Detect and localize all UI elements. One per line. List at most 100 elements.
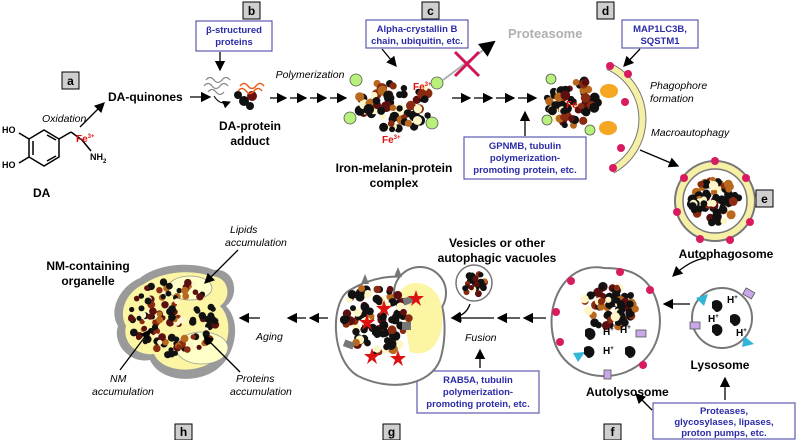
melanin-granule bbox=[191, 281, 197, 287]
melanin-granule bbox=[424, 112, 431, 119]
melanin-granule bbox=[129, 306, 135, 313]
melanin-cluster-g bbox=[339, 285, 413, 359]
melanin-cluster-e bbox=[686, 176, 743, 227]
melanin-granule bbox=[383, 90, 393, 101]
melanin-granule bbox=[701, 179, 711, 189]
autophagosome-to-autolysosome-arrow bbox=[672, 257, 707, 277]
aging-label: Aging bbox=[255, 331, 283, 343]
melanin-granule bbox=[475, 290, 482, 298]
oxidation-label: Oxidation bbox=[42, 113, 87, 125]
alpha-arrow bbox=[381, 48, 397, 68]
melanin-granule bbox=[161, 301, 169, 309]
macroautophagy-arrow bbox=[639, 149, 680, 168]
melanin-granule bbox=[588, 291, 596, 299]
svg-text:MAP1LC3B,: MAP1LC3B, bbox=[633, 24, 687, 35]
melanin-granule bbox=[390, 315, 400, 325]
melanin-granule bbox=[700, 200, 708, 208]
oxidation-arrow bbox=[79, 102, 105, 128]
rab5a-box: RAB5A, tubulin polymerization- promoting… bbox=[416, 370, 540, 414]
fe-label-c2: Fe3+ bbox=[382, 135, 401, 146]
melanin-granule bbox=[196, 293, 204, 301]
melanin-granule bbox=[708, 218, 716, 227]
melanin-granule bbox=[569, 98, 577, 106]
melanin-granule bbox=[389, 104, 397, 112]
melanin-granule bbox=[377, 106, 386, 115]
panel-letter-e: e bbox=[755, 189, 774, 208]
melanin-granule bbox=[400, 308, 407, 316]
melanin-granule bbox=[167, 333, 176, 342]
panel-letter-a: a bbox=[61, 71, 80, 90]
melanin-granule bbox=[207, 303, 215, 311]
melanin-granule bbox=[466, 272, 473, 280]
fe-label-c1: Fe3+ bbox=[413, 82, 432, 93]
melanin-cluster-f bbox=[580, 282, 639, 331]
autophagosome-label: Autophagosome bbox=[679, 247, 774, 261]
macroautophagy-label: Macroautophagy bbox=[651, 127, 730, 139]
melanin-granule bbox=[178, 316, 187, 324]
map1-arrow bbox=[623, 48, 641, 67]
dopamine-structure bbox=[18, 129, 92, 167]
melanin-granule bbox=[176, 287, 182, 294]
melanin-granule bbox=[375, 298, 383, 305]
panel-letter-h: h bbox=[174, 423, 193, 440]
melanin-granule bbox=[545, 97, 554, 106]
melanin-granule bbox=[363, 104, 375, 115]
melanin-granule bbox=[172, 350, 178, 356]
adduct-curve-arrow bbox=[213, 95, 231, 109]
melanin-granule bbox=[358, 285, 365, 292]
phagophore-label-2: formation bbox=[650, 93, 694, 105]
vesicles-label-1: Vesicles or other bbox=[449, 236, 545, 250]
melanin-cluster-c bbox=[354, 79, 433, 133]
melanin-granule bbox=[697, 181, 704, 188]
svg-text:chain, ubiquitin, etc.: chain, ubiquitin, etc. bbox=[371, 36, 463, 47]
melanin-granule bbox=[212, 317, 219, 325]
iron-melanin-label-1: Iron-melanin-protein bbox=[336, 161, 453, 175]
melanin-granule bbox=[563, 104, 572, 113]
melanin-granule bbox=[156, 316, 164, 324]
h-ion-lyso-2: H+ bbox=[708, 314, 719, 325]
melanin-granule bbox=[136, 315, 142, 321]
melanin-granule bbox=[404, 314, 413, 323]
svg-text:GPNMB, tubulin: GPNMB, tubulin bbox=[489, 141, 561, 152]
melanin-granule bbox=[144, 297, 152, 305]
svg-text:β-structured: β-structured bbox=[206, 25, 262, 36]
lysosome-label: Lysosome bbox=[691, 358, 750, 372]
proteins-acc-arrow bbox=[203, 335, 241, 373]
melanin-granule bbox=[190, 334, 196, 340]
panel-letter-b: b bbox=[242, 1, 261, 20]
melanin-granule bbox=[581, 78, 590, 86]
melanin-granule bbox=[165, 290, 172, 297]
melanin-granule bbox=[149, 307, 157, 316]
melanin-granule bbox=[363, 290, 372, 299]
svg-text:d: d bbox=[602, 4, 609, 18]
ho-label-top: HO bbox=[2, 125, 16, 135]
svg-text:c: c bbox=[427, 4, 434, 18]
melanin-granule bbox=[157, 339, 163, 345]
melanin-granule bbox=[159, 278, 168, 286]
melanin-granule bbox=[133, 295, 140, 302]
melanin-granule bbox=[589, 102, 600, 113]
melanin-granule bbox=[355, 92, 365, 102]
melanin-granule bbox=[352, 328, 360, 336]
nm-acc-label-2: accumulation bbox=[92, 386, 154, 398]
panel-letter-f: f bbox=[603, 423, 622, 440]
melanin-granule bbox=[468, 285, 474, 291]
proteasome-label: Proteasome bbox=[508, 26, 582, 41]
melanin-granule bbox=[578, 102, 585, 110]
panel-letter-d: d bbox=[596, 1, 615, 20]
panel-letters: a b c d e f g h bbox=[61, 1, 774, 440]
melanin-granule bbox=[396, 105, 403, 112]
svg-text:polymerization-: polymerization- bbox=[443, 387, 513, 398]
svg-text:SQSTM1: SQSTM1 bbox=[640, 36, 680, 47]
melanin-granule bbox=[339, 315, 349, 325]
melanin-granule bbox=[581, 107, 591, 117]
melanin-granule bbox=[184, 346, 191, 353]
melanin-granule bbox=[613, 284, 620, 291]
melanin-granule bbox=[389, 126, 396, 133]
svg-text:promoting protein, etc.: promoting protein, etc. bbox=[426, 399, 529, 410]
autolysosome-label: Autolysosome bbox=[586, 385, 669, 399]
melanin-granule bbox=[712, 193, 720, 202]
fused-organelle-decor bbox=[342, 267, 424, 366]
ho-label-bottom: HO bbox=[2, 160, 16, 170]
lysosome bbox=[689, 287, 756, 349]
